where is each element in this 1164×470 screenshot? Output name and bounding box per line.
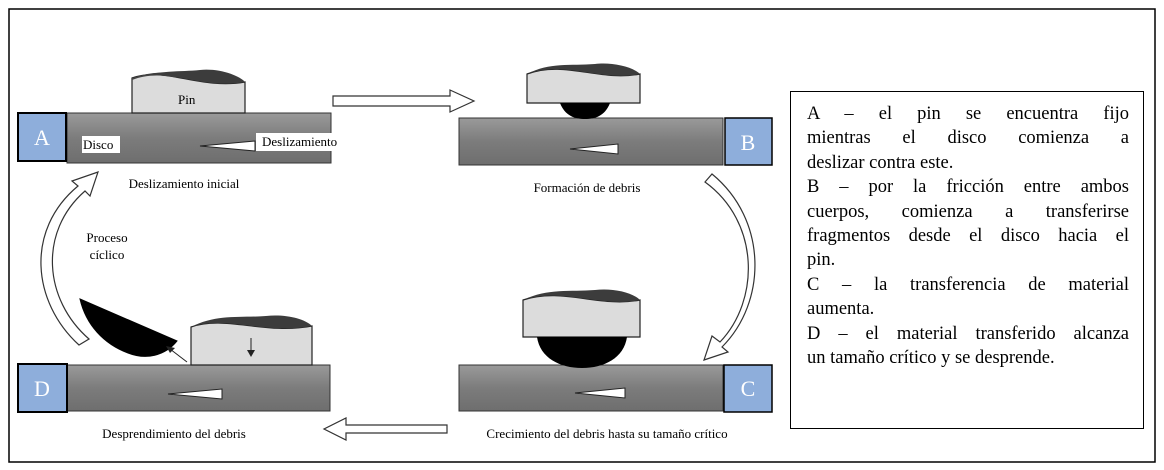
debris-c (537, 337, 627, 368)
legend-line: pin. (807, 250, 836, 271)
stage-b: B Formación de debris (458, 63, 773, 195)
legend-line: cuerpos, comienza a transferirse (807, 201, 1129, 222)
legend-line: B – por la fricción entre ambos (807, 177, 1129, 198)
pin-d-top (191, 315, 312, 329)
cycle-label-line2: cíclico (90, 247, 125, 262)
detach-arrow-head (166, 346, 175, 353)
debris-b (560, 103, 610, 119)
slide-arrow-d (167, 388, 223, 400)
stage-a: Pin Disco Deslizamiento A Deslizamiento … (17, 69, 356, 191)
slide-label-bg (256, 133, 356, 151)
letter-b: B (741, 130, 756, 155)
letter-box-d (17, 363, 68, 413)
caption-c: Crecimiento del debris hasta su tamaño c… (486, 426, 727, 441)
letter-box-a (17, 112, 67, 162)
disk-b (458, 117, 724, 166)
letter-box-c (723, 364, 773, 413)
caption-d: Desprendimiento del debris (102, 426, 246, 441)
letter-a: A (34, 125, 50, 150)
debris-d (79, 298, 178, 357)
letter-box-b (724, 117, 773, 166)
caption-a: Deslizamiento inicial (129, 176, 240, 191)
letter-c: C (741, 376, 756, 401)
legend-line: mientras el disco comienza a (807, 128, 1129, 149)
legend-line: A – el pin se encuentra fijo (807, 104, 1129, 124)
slide-arrow-b (569, 143, 619, 155)
disk-d (66, 364, 331, 412)
legend-box: A – el pin se encuentra fijo mientras el… (790, 91, 1144, 429)
legend-line: un tamaño crítico y se desprende. (807, 348, 1055, 369)
legend-line: C – la transferencia de material (807, 274, 1129, 295)
legend-line: aumenta. (807, 299, 875, 320)
arrow-b-to-c (703, 173, 756, 361)
pin-label: Pin (178, 92, 196, 107)
legend-line: D – el material transferido alcanza (807, 323, 1129, 344)
detach-arrow-line (169, 348, 188, 363)
pin-a-top (132, 69, 245, 84)
letter-d: D (34, 376, 50, 401)
slide-arrow-c (574, 387, 626, 399)
stage-d: D Desprendimiento del debris (17, 298, 331, 441)
legend-line: fragmentos desde el disco hacia el (807, 226, 1129, 247)
disk-label-bg (82, 136, 120, 153)
outer-frame (8, 8, 1156, 463)
disk-label: Disco (83, 137, 113, 152)
slide-label: Deslizamiento (262, 134, 337, 149)
arrow-a-to-b (332, 89, 476, 113)
stage-c: C Crecimiento del debris hasta su tamaño… (458, 289, 773, 441)
slide-arrow-a (199, 140, 256, 152)
caption-b: Formación de debris (534, 180, 641, 195)
pin-c-top (523, 289, 640, 302)
legend-line: deslizar contra este. (807, 152, 954, 173)
cycle-label-line1: Proceso (86, 230, 127, 245)
down-arrow-head (247, 350, 255, 357)
disk-c (458, 364, 724, 412)
arrow-c-to-d (322, 417, 448, 441)
pin-b-top (527, 63, 640, 76)
arrow-d-to-a (40, 171, 99, 346)
